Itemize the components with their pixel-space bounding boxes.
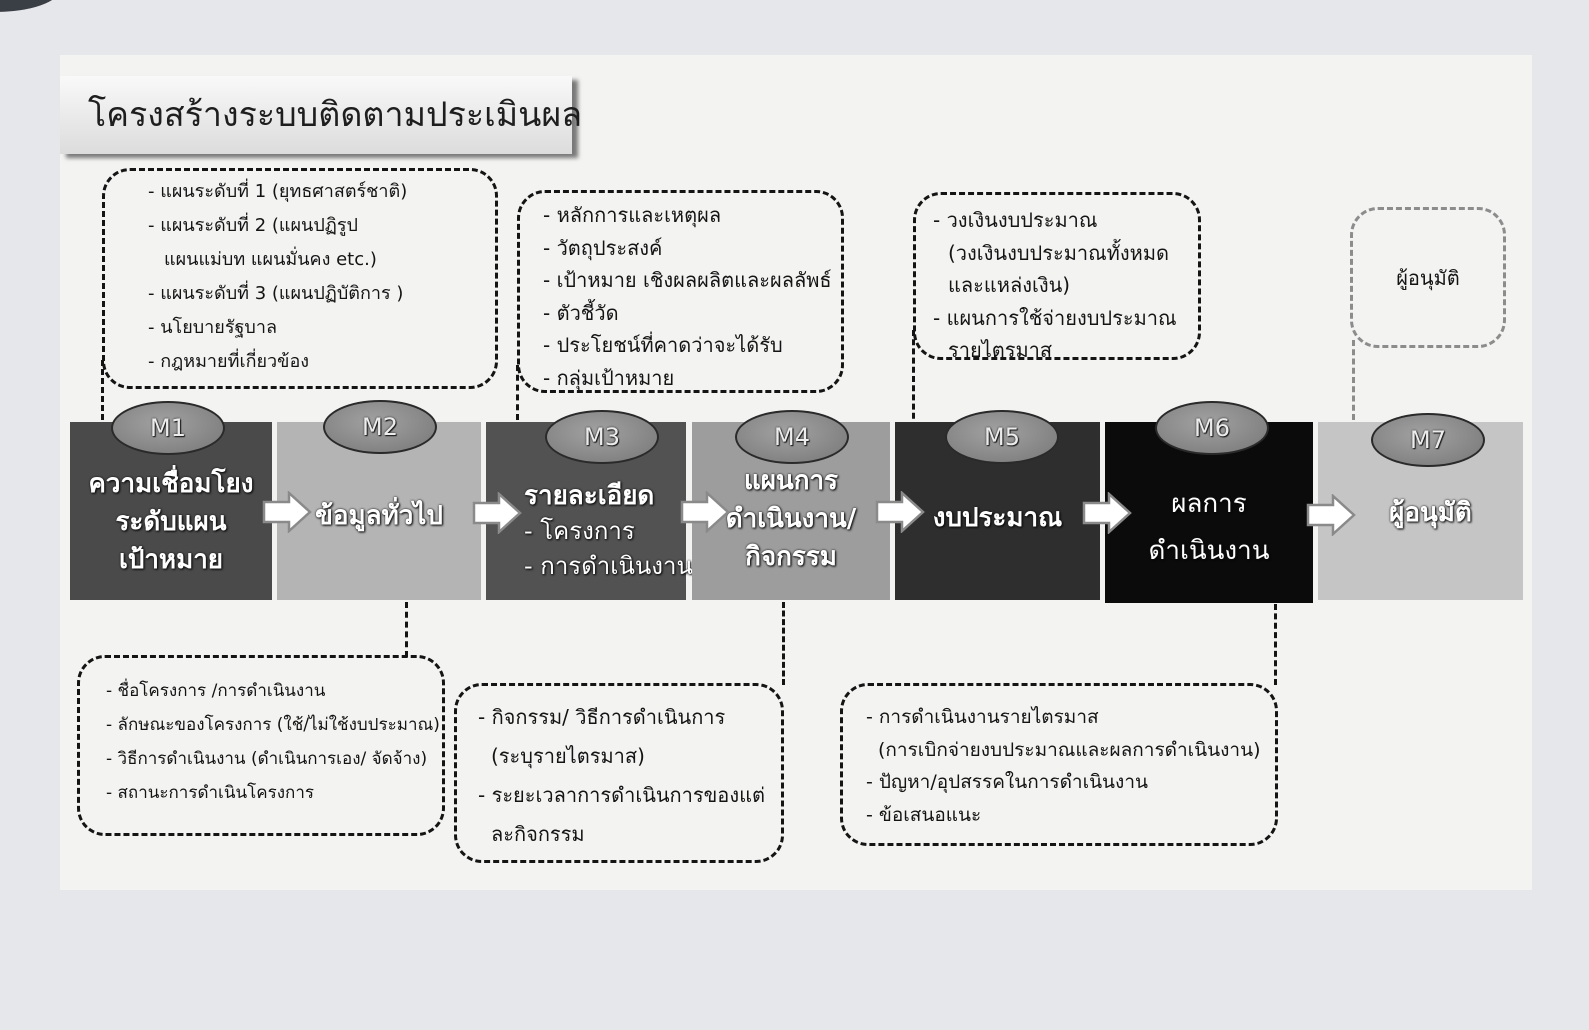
callout-line: - กลุ่มเป้าหมาย: [543, 365, 675, 390]
module-label-line: ผลการ: [1171, 488, 1247, 519]
module-code-badge: M1: [111, 401, 225, 455]
dashed-connector: [912, 330, 915, 428]
callout-line: - แผนการใช้จ่ายงบประมาณ: [933, 305, 1177, 330]
callout-line: และแหล่งเงิน): [948, 273, 1071, 297]
dashed-connector: [101, 360, 104, 420]
right-arrow-icon: [472, 492, 522, 534]
callout-line: - แผนระดับที่ 3 (แผนปฏิบัติการ ): [148, 283, 404, 304]
callout-line: แผนแม่บท แผนมั่นคง etc.): [164, 249, 377, 270]
module-label-line: กิจกรรม: [745, 542, 837, 572]
right-arrow-icon: [680, 491, 730, 533]
page-title: โครงสร้างระบบติดตามประเมินผล: [88, 95, 583, 135]
callout-line: - เป้าหมาย เชิงผลผลิตและผลลัพธ์: [543, 268, 832, 292]
callout-line: - ปัญหา/อุปสรรคในการดำเนินงาน: [866, 771, 1148, 793]
right-arrow-icon: [1082, 492, 1132, 534]
module-label-line: รายละเอียด: [524, 480, 655, 511]
callout-line: - นโยบายรัฐบาล: [148, 317, 277, 338]
module-label-line: งบประมาณ: [932, 502, 1063, 533]
callout-m1-plan-linkage: - แผนระดับที่ 1 (ยุทธศาสตร์ชาติ) - แผนระ…: [102, 168, 498, 389]
module-label-line: - การดำเนินงาน: [524, 551, 693, 580]
callout-line: - หลักการและเหตุผล: [543, 203, 722, 227]
callout-line: - ลักษณะของโครงการ (ใช้/ไม่ใช้งบประมาณ): [106, 715, 440, 735]
callout-line: - ชื่อโครงการ /การดำเนินงาน: [106, 681, 326, 701]
callout-line: - สถานะการดำเนินโครงการ: [106, 783, 315, 803]
callout-m4-activity-plan: - กิจกรรม/ วิธีการดำเนินการ (ระบุรายไตรม…: [454, 683, 784, 863]
callout-m6-results: - การดำเนินงานรายไตรมาส (การเบิกจ่ายงบปร…: [840, 683, 1278, 846]
callout-line: - วัตถุประสงค์: [543, 235, 663, 260]
callout-line: - ประโยชน์ที่คาดว่าจะได้รับ: [543, 333, 783, 357]
callout-line: - กฎหมายที่เกี่ยวข้อง: [148, 351, 310, 372]
title-tab: โครงสร้างระบบติดตามประเมินผล: [60, 76, 582, 154]
callout-line: - ตัวชี้วัด: [543, 300, 619, 325]
module-label-line: ดำเนินงาน/: [725, 504, 857, 534]
callout-line: - ข้อเสนอแนะ: [866, 803, 982, 826]
dashed-connector: [405, 602, 408, 657]
dashed-connector: [1352, 340, 1355, 420]
callout-line: - แผนระดับที่ 1 (ยุทธศาสตร์ชาติ): [148, 181, 408, 202]
module-label-line: ดำเนินงาน: [1148, 535, 1270, 566]
page-corner-shadow: [0, 0, 60, 12]
module-label-line: - โครงการ: [524, 516, 635, 545]
right-arrow-icon: [875, 491, 925, 533]
module-label-line: ข้อมูลทั่วไป: [315, 500, 443, 531]
module-label-line: เป้าหมาย: [118, 545, 224, 575]
callout-line: - วิธีการดำเนินงาน (ดำเนินการเอง/ จัดจ้า…: [106, 749, 428, 769]
right-arrow-icon: [262, 491, 312, 533]
dashed-connector: [516, 365, 519, 420]
callout-m2-general-info: - ชื่อโครงการ /การดำเนินงาน - ลักษณะของโ…: [77, 655, 445, 836]
callout-line: - กิจกรรม/ วิธีการดำเนินการ: [478, 705, 726, 729]
callout-line: รายไตรมาส: [948, 338, 1053, 362]
module-code-badge: M2: [323, 400, 437, 454]
callout-line: - แผนระดับที่ 2 (แผนปฏิรูป: [148, 215, 358, 236]
dashed-connector: [1274, 604, 1277, 685]
module-label-line: ความเชื่อมโยง: [88, 469, 254, 499]
callout-m5-budget: - วงเงินงบประมาณ (วงเงินงบประมาณทั้งหมด …: [913, 192, 1201, 362]
module-label-line: ระดับแผน: [115, 507, 227, 537]
callout-m7-approver: ผู้อนุมัติ: [1350, 207, 1506, 348]
callout-line: ละกิจกรรม: [491, 822, 585, 846]
callout-line: (วงเงินงบประมาณทั้งหมด: [948, 240, 1169, 265]
callout-m3-project-details: - หลักการและเหตุผล - วัตถุประสงค์ - เป้า…: [517, 190, 844, 393]
module-code-badge: M4: [735, 410, 849, 464]
module-label-line: แผนการ: [743, 466, 839, 496]
callout-line: - วงเงินงบประมาณ: [933, 208, 1098, 232]
dashed-connector: [782, 602, 785, 685]
callout-line: ผู้อนุมัติ: [1396, 266, 1460, 290]
callout-line: (ระบุรายไตรมาส): [491, 744, 645, 768]
callout-line: - ระยะเวลาการดำเนินการของแต่: [478, 783, 765, 807]
right-arrow-icon: [1306, 494, 1356, 536]
callout-line: - การดำเนินงานรายไตรมาส: [866, 706, 1099, 728]
module-label-line: ผู้อนุมัติ: [1389, 497, 1472, 528]
module-code-badge: M7: [1371, 413, 1485, 467]
module-code-badge: M5: [945, 410, 1059, 464]
callout-line: (การเบิกจ่ายงบประมาณและผลการดำเนินงาน): [878, 738, 1261, 761]
module-code-badge: M6: [1155, 401, 1269, 455]
module-code-badge: M3: [545, 410, 659, 464]
